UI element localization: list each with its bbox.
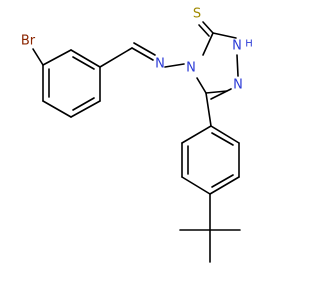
triazole-n2-label: N	[233, 78, 243, 93]
sulfur-atom-label: S	[193, 7, 201, 22]
imine-nitrogen-label: N	[155, 57, 165, 72]
triazole-n4-label: N	[186, 61, 196, 76]
imine-double-bond	[131, 42, 156, 61]
triazole-ring	[196, 32, 239, 100]
tert-butyl-group	[179, 193, 241, 263]
bromophenyl-ring	[42, 49, 101, 118]
molecule-structure: Br N N N H N S	[21, 7, 253, 263]
triazole-aryl-bond	[205, 92, 212, 127]
triazole-n1-label: N	[232, 39, 242, 54]
triazole-n1-hydrogen-label: H	[245, 39, 253, 50]
thione-double-bond	[198, 21, 214, 37]
bromine-atom-label: Br	[21, 34, 36, 49]
aryl-ch-bond	[99, 47, 133, 68]
n-n-bond	[164, 63, 185, 68]
tert-butylphenyl-ring	[181, 125, 240, 195]
c-br-bond	[32, 48, 44, 66]
